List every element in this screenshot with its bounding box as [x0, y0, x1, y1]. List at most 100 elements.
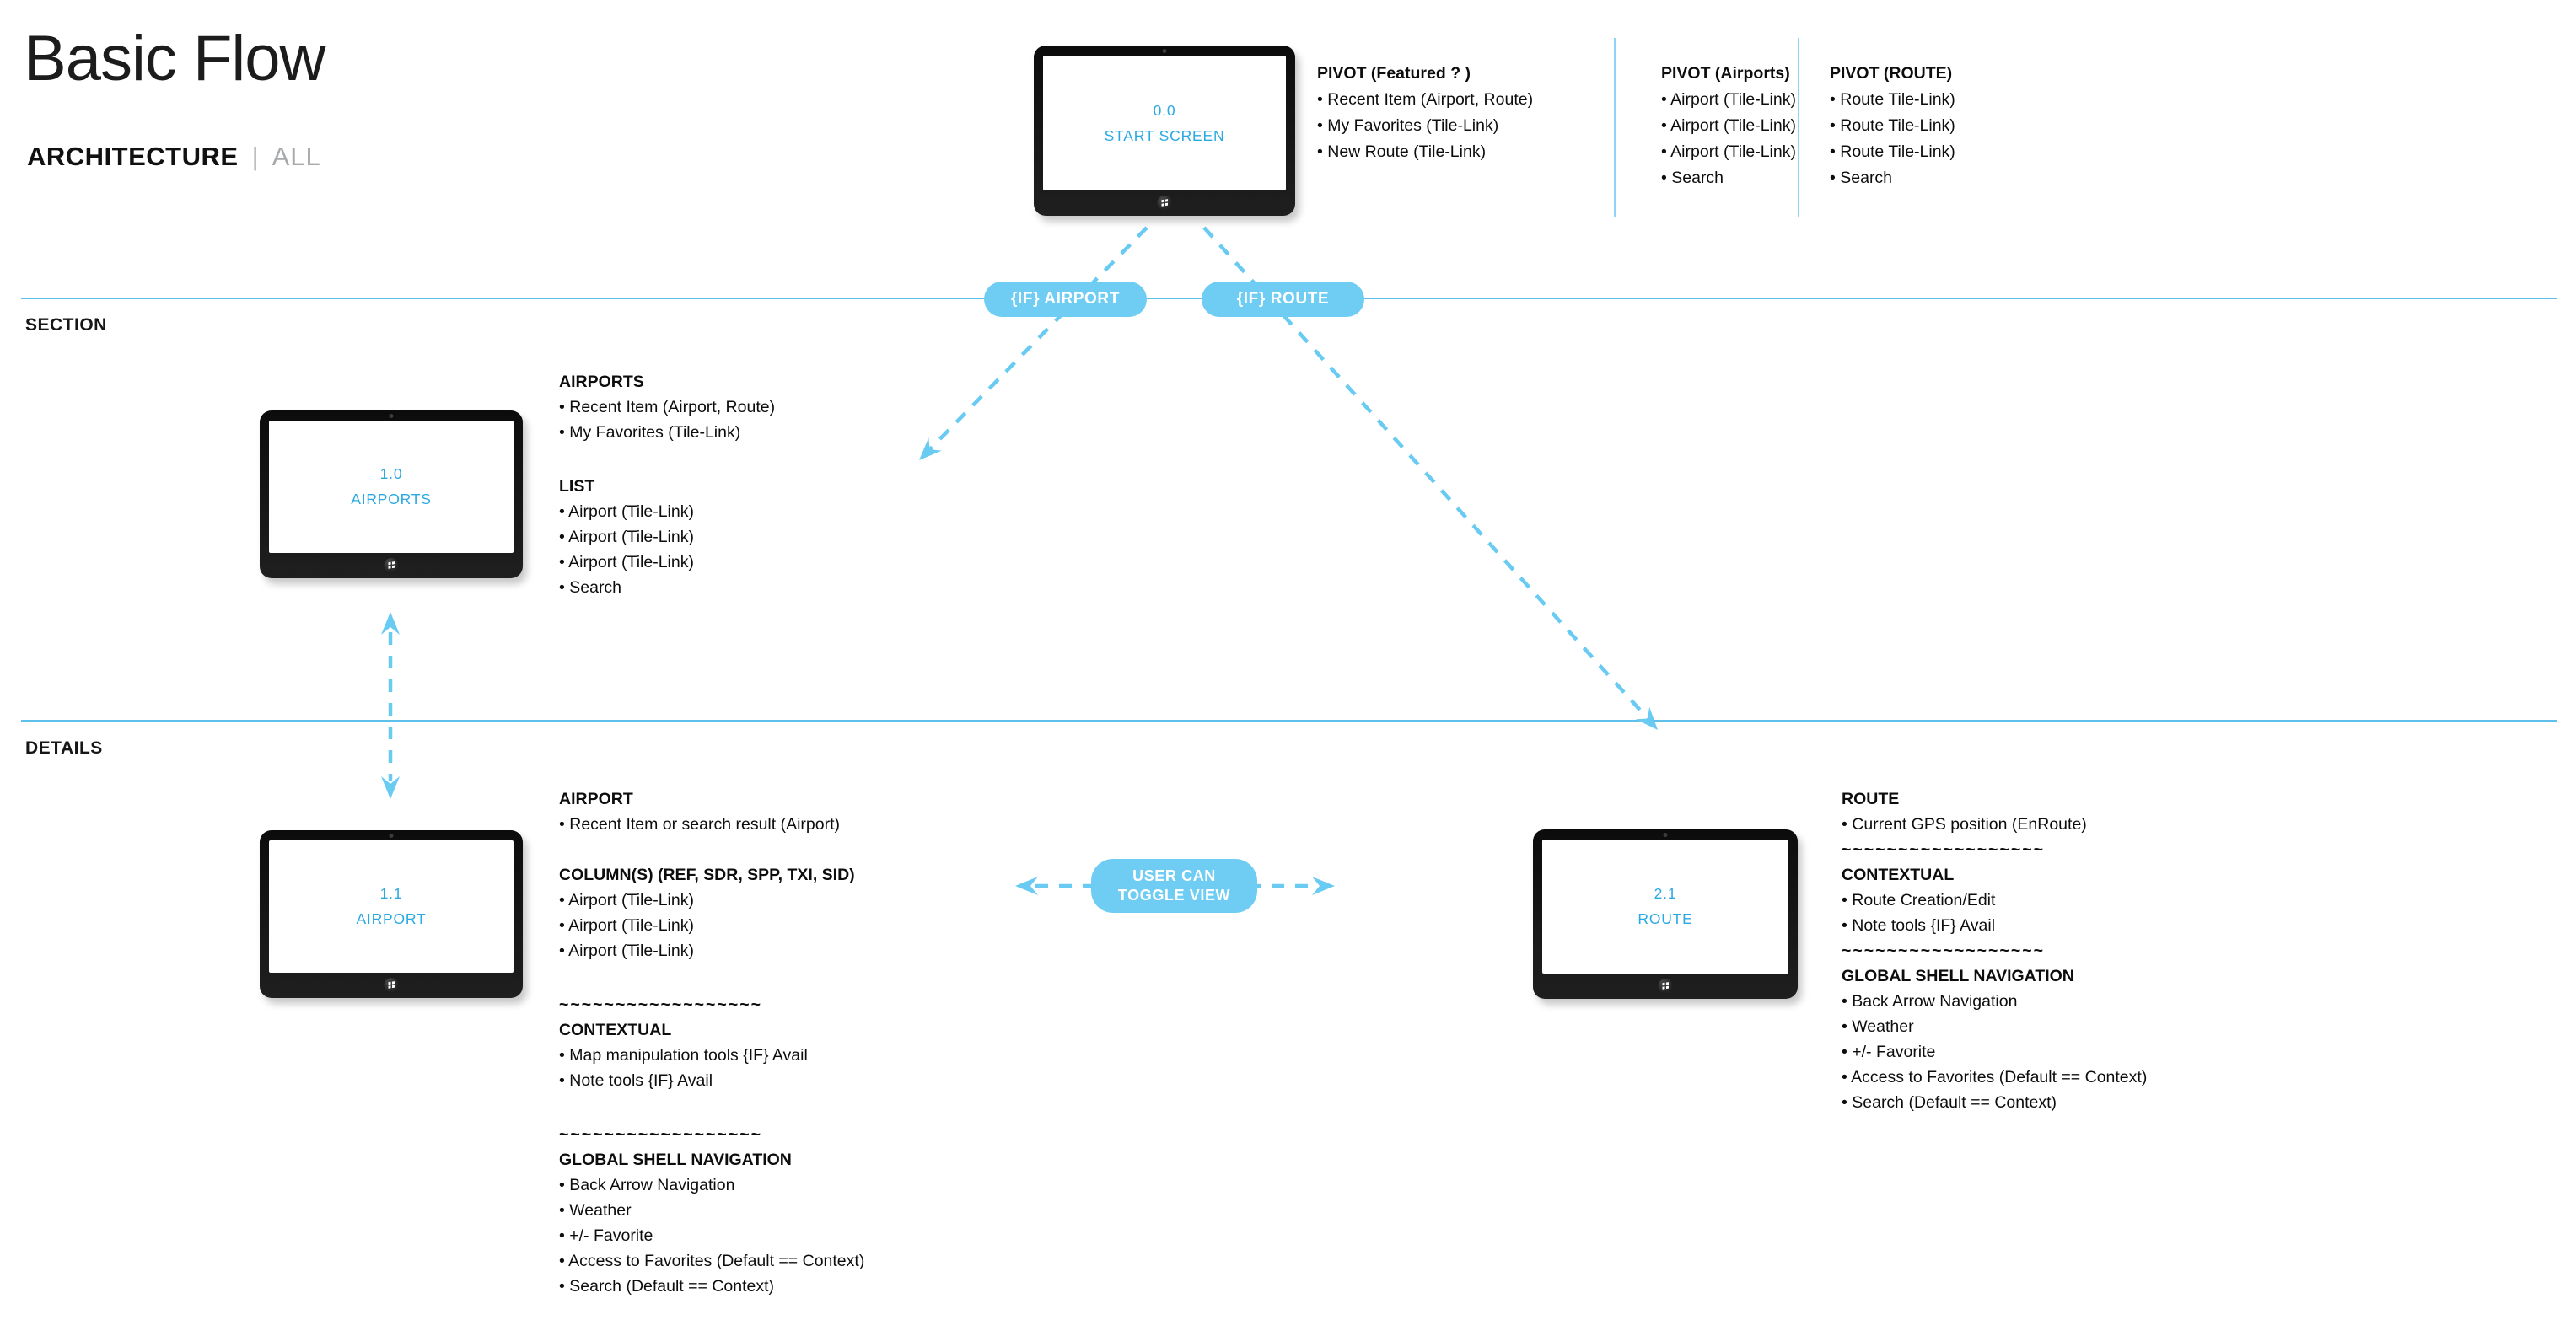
list-block: PIVOT (ROUTE) • Route Tile-Link) • Route T…	[1830, 61, 1955, 191]
windows-logo-icon	[1161, 199, 1164, 203]
view-tabs: ARCHITECTURE | ALL	[27, 142, 321, 172]
list-item: • Airport (Tile-Link)	[559, 942, 694, 960]
list-block: GLOBAL SHELL NAVIGATION • Back Arrow Navi…	[559, 1147, 864, 1299]
screen-number: 1.0	[379, 465, 403, 482]
badge-label: {IF} AIRPORT	[1011, 290, 1120, 308]
list-item: • Back Arrow Navigation	[559, 1176, 735, 1194]
list-item: • Route Tile-Link)	[1830, 116, 1955, 135]
arrowhead	[1015, 877, 1038, 895]
list-divider-block: ~~~~~~~~~~~~~~~~~~	[559, 992, 864, 1017]
list-item: • Route Tile-Link)	[1830, 142, 1955, 161]
list-item: • My Favorites (Tile-Link)	[1317, 116, 1499, 135]
list-item: • Search	[1830, 169, 1893, 187]
list-item: • My Favorites (Tile-Link)	[559, 423, 741, 442]
device-airport: 1.1 AIRPORT	[260, 830, 523, 998]
list-item: • Search	[559, 578, 622, 597]
list-item: • Route Tile-Link)	[1830, 90, 1955, 109]
pivot-airports-list: PIVOT (Airports) • Airport (Tile-Link) • A…	[1661, 61, 1796, 191]
arrow-start-to-route	[1202, 226, 1654, 726]
list-item: • Airport (Tile-Link)	[559, 891, 694, 909]
arrowhead	[919, 437, 942, 460]
page-title: Basic Flow	[24, 23, 325, 94]
details-band-label: DETAILS	[25, 738, 103, 758]
list-block: AIRPORTS• Recent Item (Airport, Route)• …	[559, 369, 775, 445]
airport-details-list: AIRPORT • Recent Item or search result (A…	[559, 786, 864, 1299]
list-item: • New Route (Tile-Link)	[1317, 142, 1487, 161]
tab-architecture[interactable]: ARCHITECTURE	[27, 142, 239, 171]
tilde-divider: ~~~~~~~~~~~~~~~~~~	[1842, 840, 2045, 859]
list-item: • Recent Item or search result (Airport)	[559, 815, 841, 834]
camera-dot-icon	[1162, 49, 1167, 53]
if-airport-badge: {IF} AIRPORT	[984, 282, 1147, 317]
windows-home-button-icon	[384, 558, 399, 572]
windows-home-button-icon	[1157, 196, 1172, 210]
windows-logo-icon	[388, 561, 391, 566]
tilde-divider: ~~~~~~~~~~~~~~~~~~	[559, 1125, 762, 1144]
camera-dot-icon	[389, 834, 394, 838]
list-item: • Access to Favorites (Default == Contex…	[1842, 1068, 2148, 1087]
tab-separator: |	[251, 142, 259, 171]
list-item: • Recent Item (Airport, Route)	[559, 398, 776, 416]
screen-name: START SCREEN	[1104, 126, 1225, 144]
list-heading: CONTEXTUAL	[559, 1021, 672, 1039]
list-heading: PIVOT (Featured ? )	[1317, 64, 1471, 83]
arrow-start-to-airports	[922, 226, 1148, 457]
list-item: • Recent Item (Airport, Route)	[1317, 90, 1534, 109]
device-screen: 2.1 ROUTE	[1542, 840, 1788, 974]
windows-logo-icon	[388, 981, 391, 985]
list-block: LIST• Airport (Tile-Link)• Airport (Tile…	[559, 474, 775, 600]
list-item: • Weather	[1842, 1017, 1914, 1036]
screen-name: AIRPORTS	[351, 491, 432, 507]
list-item: • Access to Favorites (Default == Contex…	[559, 1252, 865, 1270]
list-item: • Airport (Tile-Link)	[559, 502, 694, 521]
if-route-badge: {IF} ROUTE	[1202, 282, 1364, 317]
list-heading: PIVOT (Airports)	[1661, 64, 1790, 83]
device-screen: 1.1 AIRPORT	[269, 840, 514, 973]
user-can-toggle-view-badge: USER CAN TOGGLE VIEW	[1091, 859, 1257, 913]
list-heading: AIRPORT	[559, 790, 633, 808]
section-band-label: SECTION	[25, 315, 107, 335]
device-start-screen: 0.0 START SCREEN	[1034, 46, 1295, 216]
list-item: • Airport (Tile-Link)	[1661, 90, 1796, 109]
windows-logo-icon	[1662, 982, 1665, 986]
badge-label-line1: USER CAN	[1132, 867, 1216, 884]
list-item: • Route Creation/Edit	[1842, 891, 1996, 909]
route-details-list: ROUTE• Current GPS position (EnRoute) ~~~…	[1842, 786, 2147, 1115]
device-screen: 1.0 AIRPORTS	[269, 421, 514, 553]
list-heading: GLOBAL SHELL NAVIGATION	[1842, 967, 2074, 985]
list-block: COLUMN(S) (REF, SDR, SPP, TXI, SID)• Air…	[559, 862, 864, 963]
list-divider-block: ~~~~~~~~~~~~~~~~~~	[1842, 837, 2147, 862]
list-heading: PIVOT (ROUTE)	[1830, 64, 1953, 83]
arrowhead	[381, 776, 400, 799]
list-heading: ROUTE	[1842, 790, 1900, 808]
windows-home-button-icon	[1658, 979, 1673, 993]
camera-dot-icon	[389, 414, 394, 418]
windows-home-button-icon	[384, 978, 399, 992]
list-item: • Search (Default == Context)	[559, 1277, 775, 1296]
list-heading: CONTEXTUAL	[1842, 866, 1955, 884]
list-item: • Note tools {IF} Avail	[1842, 916, 1996, 935]
pivot-route-list: PIVOT (ROUTE) • Route Tile-Link) • Route T…	[1830, 61, 1955, 191]
pivot-featured-list: PIVOT (Featured ? ) • Recent Item (Airpor…	[1317, 61, 1533, 165]
list-item: • Airport (Tile-Link)	[1661, 142, 1796, 161]
list-item: • Back Arrow Navigation	[1842, 992, 2018, 1011]
list-heading: GLOBAL SHELL NAVIGATION	[559, 1151, 792, 1169]
list-item: • Airport (Tile-Link)	[559, 528, 694, 546]
list-item: • Search (Default == Context)	[1842, 1093, 2057, 1112]
camera-dot-icon	[1663, 833, 1668, 837]
tab-all[interactable]: ALL	[272, 142, 321, 171]
airports-section-list: AIRPORTS• Recent Item (Airport, Route)• …	[559, 369, 775, 600]
list-block: CONTEXTUAL• Map manipulation tools {IF} …	[559, 1017, 864, 1093]
list-block: CONTEXTUAL • Route Creation/Edit • Note to…	[1842, 862, 2147, 938]
screen-number: 0.0	[1153, 101, 1176, 119]
tilde-divider: ~~~~~~~~~~~~~~~~~~	[559, 995, 762, 1014]
list-item: • Airport (Tile-Link)	[559, 553, 694, 571]
list-block: ROUTE• Current GPS position (EnRoute)	[1842, 786, 2147, 837]
arrowhead	[1635, 706, 1658, 730]
device-route: 2.1 ROUTE	[1533, 829, 1798, 999]
list-divider-block: ~~~~~~~~~~~~~~~~~~	[559, 1122, 864, 1147]
list-item: • Airport (Tile-Link)	[1661, 116, 1796, 135]
list-item: • Note tools {IF} Avail	[559, 1071, 713, 1090]
screen-name: ROUTE	[1638, 910, 1693, 927]
